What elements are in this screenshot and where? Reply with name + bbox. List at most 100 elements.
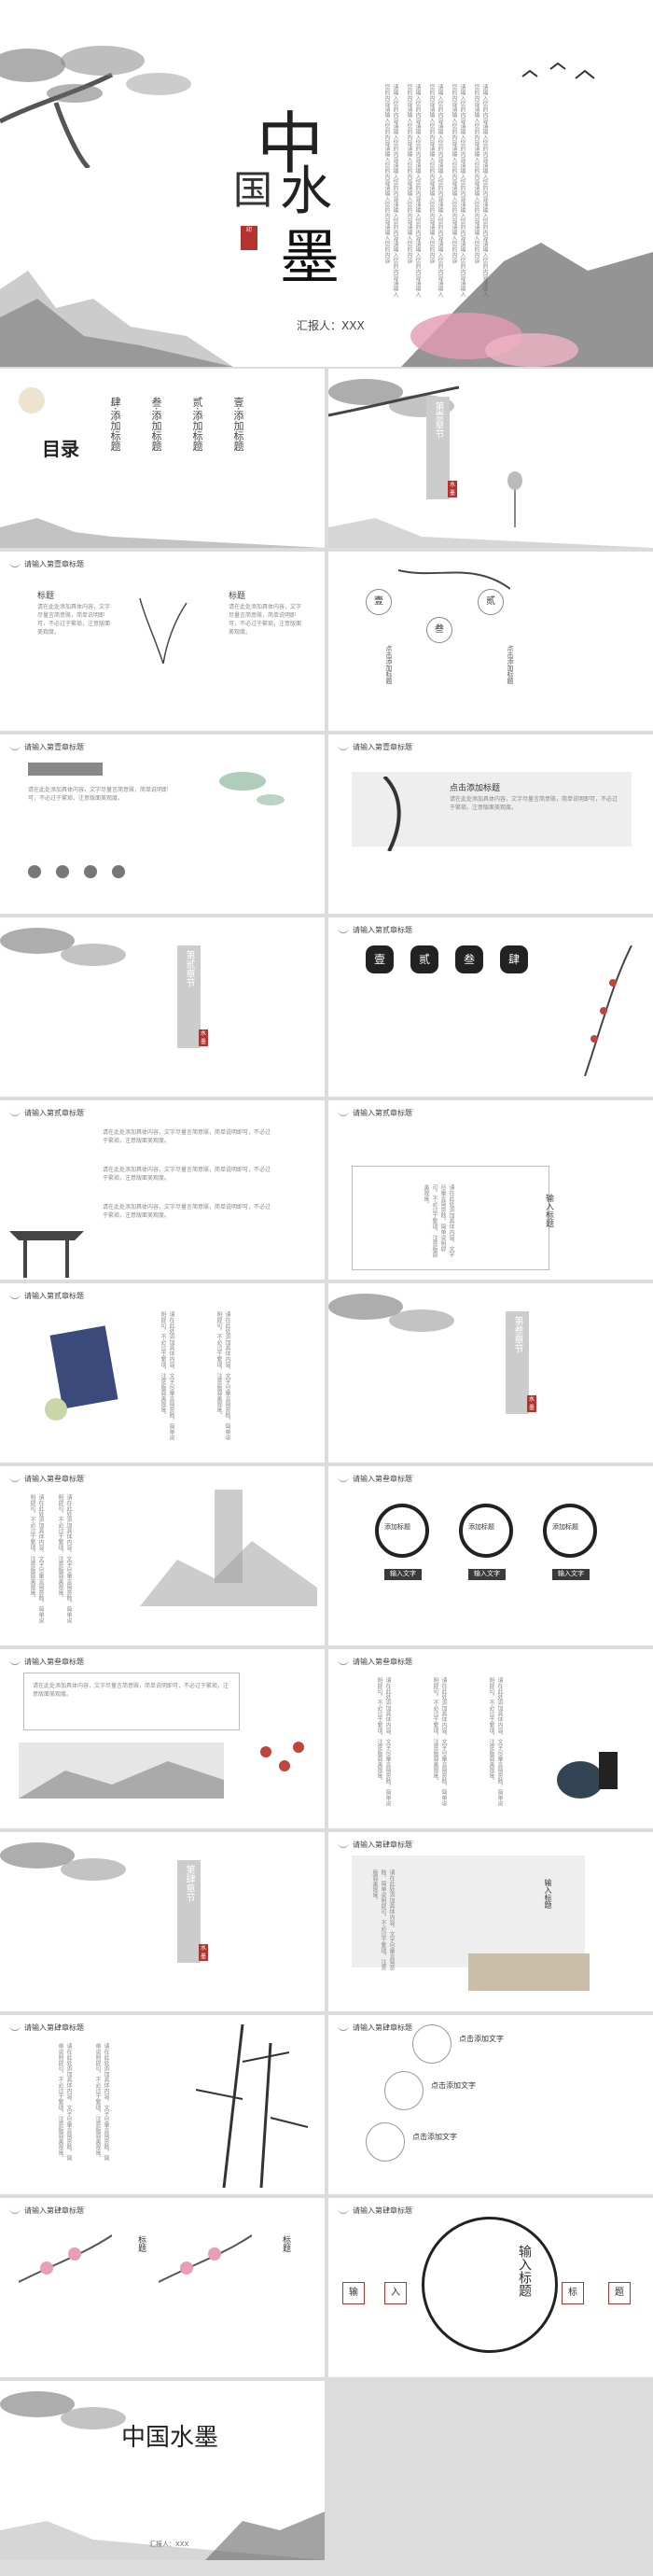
add-text-label: 点击添加文字 [459,2035,504,2043]
numeral-badges: 壹 贰 叁 肆 [366,945,528,973]
cover-text-column: 请输入您的内容请输入您的内容请输入您的内容请输入您的内容请输入您的内容请输入您的… [383,84,398,297]
slide-header-title: 请输入第叁章标题 [353,1475,412,1483]
cover-text-columns: 请输入您的内容请输入您的内容请输入您的内容请输入您的内容请输入您的内容请输入您的… [382,84,489,299]
body-text: 请在此处添加具体内容，文字尽量言简意赅，简单说明即可，不必过于繁琐，注意版面美观… [160,1311,174,1440]
toc-item[interactable]: 肆·添加标题 [109,397,121,452]
slide-header: 请输入第贰章标题 [338,925,412,935]
toc-items: 壹·添加标题 贰·添加标题 叁·添加标题 肆·添加标题 [107,397,245,452]
input-title-label: 输入标题 [544,1194,553,1227]
toc-item[interactable]: 贰·添加标题 [191,397,203,452]
section-title: 第叁章节 [512,1316,522,1353]
slide-header: 请输入第叁章标题 [9,1474,84,1484]
section-seal: 水墨 [527,1395,536,1412]
books-illustration [45,1325,118,1421]
char-box: 入 [384,2282,407,2304]
lotus-leaf-illustration [219,772,285,805]
bamboo-illustration [195,2024,308,2188]
body-text: 请在此处添加具体内容，文字尽量言简意赅，简单说明即可，不必过于繁琐，注意版面美观… [37,604,111,636]
section-title-panel [177,1860,201,1963]
dot [84,865,97,878]
blossom-illustration [159,2234,252,2283]
section-title-panel [426,397,450,499]
numeral-circle: 贰 [478,589,504,615]
add-label: 添加标题 [468,1523,494,1531]
char-box: 题 [608,2282,631,2304]
numeral-badge: 肆 [500,945,528,973]
slide-4d: 请输入第肆章标题 标题 标题 [0,2198,325,2377]
content-panel [352,1855,585,1967]
tag: 输入文字 [552,1569,590,1580]
hills-illustration [0,518,325,548]
slide-4a: 请输入第肆章标题 请在此处添加具体内容，文字尽量言简意赅，简单说明即可，不必过于… [328,1832,653,2011]
body-text: 请在此处添加具体内容，文字尽量言简意赅，简单说明即可，不必过于繁琐，注意版面美观… [432,1677,447,1806]
slide-4b: 请输入第肆章标题 请在此处添加具体内容，文字尽量言简意赅，简单说明即可，不必过于… [0,2015,325,2194]
label-title: 标题 [37,592,55,601]
input-title-label: 输入标题 [544,1879,552,1909]
body-text: 请在此处添加具体内容，文字尽量言简意赅，简单说明即可，不必过于繁琐，注意版面美观… [57,1494,72,1623]
body-text: 请在此处添加具体内容，文字尽量言简意赅，简单说明即可，不必过于繁琐，注意版面美观… [94,2043,109,2161]
pine-tree-illustration [0,46,191,168]
content-frame [23,1673,240,1730]
body-text: 请在此处添加具体内容，文字尽量言简意赅，简单说明即可，不必过于繁琐，注意版面美观… [103,1204,271,1219]
feather-illustration [382,777,401,851]
body-text: 请在此处添加具体内容，文字尽量言简意赅，简单说明即可，不必过于繁琐，注意版面美观… [33,1683,229,1698]
slide-2d: 请输入第贰章标题 请在此处添加具体内容，文字尽量言简意赅，简单说明即可，不必过于… [0,1283,325,1463]
pine-tree-illustration [0,928,126,966]
slide-header: 请输入第肆章标题 [338,1840,412,1850]
slide-section-2: 第贰章节 水墨 [0,917,325,1097]
body-text: 请在此处添加具体内容，文字尽量言简意赅，简单说明即可，不必过于繁琐，注意版面美观… [103,1167,271,1182]
cover-text-column: 请输入您的内容请输入您的内容请输入您的内容请输入您的内容请输入您的内容请输入您的… [473,84,488,297]
section-title-panel [177,945,201,1048]
tag: 输入文字 [384,1569,422,1580]
body-text: 请在此处添加具体内容，文字尽量言简意赅，简单说明即可，不必过于繁琐，注意版面美观… [57,2043,72,2161]
slide-4c: 请输入第肆章标题 点击添加文字 点击添加文字 点击添加文字 [328,2015,653,2194]
end-title: 中国水墨 [121,2424,219,2452]
mountain-illustration [0,2512,325,2560]
cover-text-column: 请输入您的内容请输入您的内容请输入您的内容请输入您的内容请输入您的内容请输入您的… [406,84,421,297]
slide-header: 请输入第肆章标题 [9,2205,84,2216]
slide-header-title: 请输入第肆章标题 [24,2206,84,2215]
cover-title-char-3: 水 [280,161,332,222]
mountain-illustration-left [0,271,233,367]
slide-header: 请输入第贰章标题 [338,1108,412,1118]
body-text: 请在此处添加具体内容，文字尽量言简意赅，简单说明即可，不必过于繁琐，注意版面美观… [423,1184,454,1257]
slide-header: 请输入第肆章标题 [9,2023,84,2033]
slide-header-title: 请输入第肆章标题 [353,2206,412,2215]
tag: 输入文字 [468,1569,506,1580]
birds-illustration [521,62,595,79]
slide-end: 中国水墨 汇报人：XXX [0,2381,325,2560]
flower-illustration [260,1742,304,1771]
pine-tree-illustration [328,1294,454,1332]
section-seal: 水墨 [199,1029,208,1046]
slide-section-1: 第壹章节 水墨 [328,369,653,548]
slide-header-title: 请输入第壹章标题 [24,743,84,751]
branch-illustration [398,569,510,590]
moon-illustration [19,387,45,413]
slide-header-title: 请输入第肆章标题 [353,2023,412,2032]
numeral-badge: 壹 [366,945,394,973]
cover-text-column: 请输入您的内容请输入您的内容请输入您的内容请输入您的内容请输入您的内容请输入您的… [451,84,465,297]
slide-section-3: 第叁章节 水墨 [328,1283,653,1463]
slide-header-title: 请输入第贰章标题 [24,1292,84,1300]
ink-circle [375,1504,429,1558]
toc-item[interactable]: 壹·添加标题 [232,397,244,452]
slide-2c: 请输入第贰章标题 输入标题 请在此处添加具体内容，文字尽量言简意赅，简单说明即可… [328,1100,653,1280]
toc-item[interactable]: 叁·添加标题 [150,397,162,452]
section-seal: 水墨 [448,481,457,497]
pine-tree-illustration [0,2391,126,2429]
section-title: 第肆章节 [184,1865,194,1902]
char-box: 标 [562,2282,584,2304]
teapot-illustration [557,1752,618,1799]
slide-3c: 请输入第叁章标题 请在此处添加具体内容，文字尽量言简意赅，简单说明即可，不必过于… [0,1649,325,1828]
lotus-illustration [507,471,522,527]
numeral-badge: 叁 [455,945,483,973]
slide-1b: 壹 贰 叁 点击添加标题 点击添加标题 [328,552,653,731]
slide-4e: 请输入第肆章标题 输入标题 输 入 标 题 [328,2198,653,2377]
slide-2b: 请输入第贰章标题 请在此处添加具体内容，文字尽量言简意赅，简单说明即可，不必过于… [0,1100,325,1280]
slide-header: 请输入第叁章标题 [9,1657,84,1667]
slide-2a: 请输入第贰章标题 壹 贰 叁 肆 [328,917,653,1097]
slide-header-title: 请输入第贰章标题 [353,926,412,934]
pavilion-illustration [9,1231,84,1278]
slide-header-title: 请输入第叁章标题 [24,1475,84,1483]
label-title: 标题 [136,2235,146,2252]
